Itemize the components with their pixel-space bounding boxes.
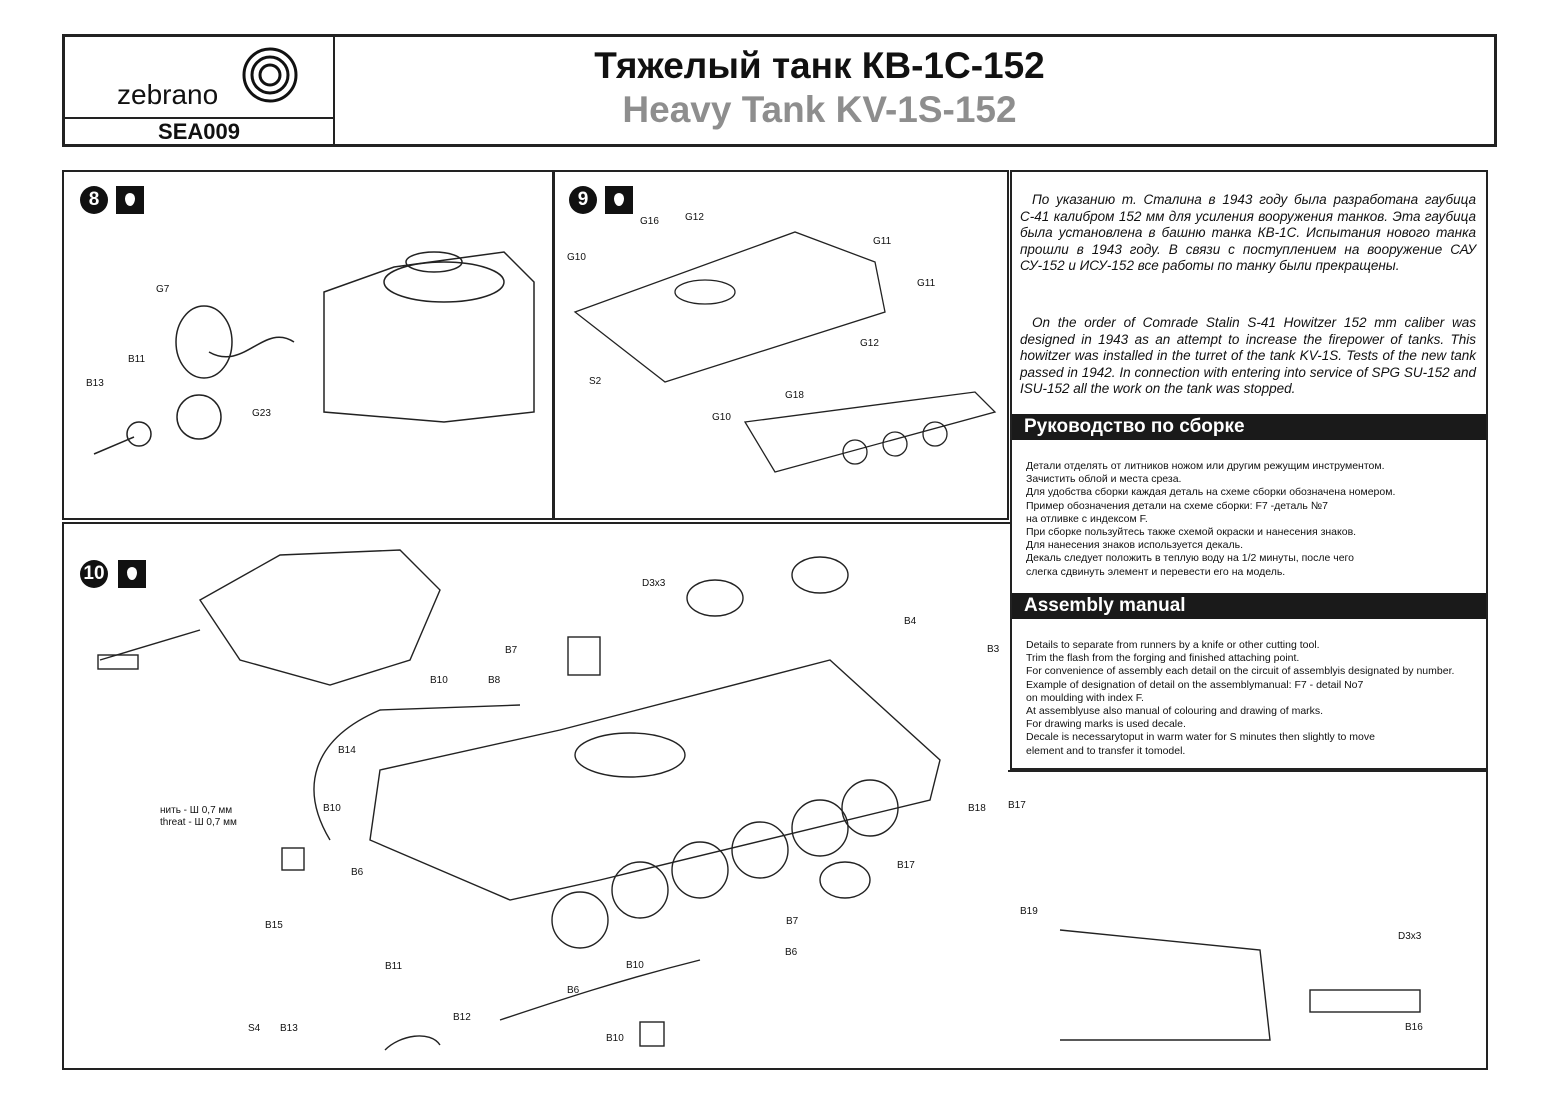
- history-en: On the order of Comrade Stalin S-41 Howi…: [1020, 315, 1476, 396]
- manual-ru-heading: Руководство по сборке: [1012, 414, 1486, 440]
- part-label: G12: [860, 338, 879, 349]
- step-number: 10: [80, 560, 108, 588]
- part-label: B13: [86, 378, 104, 389]
- instr-line: Decale is necessarytoput in warm water f…: [1026, 731, 1375, 744]
- zebra-stripes-icon: [242, 47, 298, 103]
- instr-line: on moulding with index F.: [1026, 691, 1144, 704]
- instr-line: For drawing marks is used decale.: [1026, 718, 1186, 731]
- step-9-drawing: [573, 231, 997, 473]
- part-label: G16: [640, 216, 659, 227]
- part-label: B12: [453, 1012, 471, 1023]
- part-label: B8: [488, 675, 501, 686]
- part-label: B14: [338, 745, 356, 756]
- step-9-panel: 9 G16 G12 G11 G10 G11 S2 G12 G18 G10: [553, 170, 1009, 520]
- part-label: S4: [248, 1023, 261, 1034]
- part-label: G7: [156, 284, 170, 295]
- part-label: B10: [430, 675, 448, 686]
- part-label: B17: [1008, 800, 1026, 811]
- step-10-panel-ext: [1008, 770, 1488, 1070]
- part-label: B16: [1405, 1022, 1423, 1033]
- thread-label-en: threat - Ш 0,7 мм: [160, 817, 237, 828]
- part-label: B15: [265, 920, 283, 931]
- product-code: SEA009: [65, 117, 335, 145]
- instr-line: на отливке с индексом F.: [1026, 512, 1148, 525]
- step-number: 8: [80, 186, 108, 214]
- part-label: B3: [987, 644, 1000, 655]
- history-ru: По указанию т. Сталина в 1943 году была …: [1020, 192, 1476, 273]
- title-ru: Тяжелый танк КВ-1С-152: [594, 45, 1045, 86]
- instr-line: At assemblyuse also manual of colouring …: [1026, 705, 1324, 718]
- part-label: D3x3: [642, 578, 666, 589]
- part-label: B6: [351, 867, 364, 878]
- part-label: B10: [323, 803, 341, 814]
- instr-line: For convenience of assembly each detail …: [1026, 665, 1455, 678]
- part-label: B6: [567, 985, 580, 996]
- glue-drop-icon: [605, 186, 633, 214]
- instr-line: element and to transfer it tomodel.: [1026, 744, 1186, 757]
- manual-en-heading: Assembly manual: [1012, 593, 1486, 619]
- part-label: G23: [252, 408, 271, 419]
- part-label: B10: [606, 1033, 624, 1044]
- title-en: Heavy Tank KV-1S-152: [622, 89, 1017, 130]
- instr-line: Trim the flash from the forging and fini…: [1026, 652, 1300, 665]
- info-panel: По указанию т. Сталина в 1943 году была …: [1010, 170, 1488, 770]
- instr-line: Декаль следует положить в теплую воду на…: [1026, 552, 1354, 565]
- step-number: 9: [569, 186, 597, 214]
- part-label: B17: [897, 860, 915, 871]
- part-label: B10: [626, 960, 644, 971]
- part-label: B6: [785, 947, 798, 958]
- part-label: B13: [280, 1023, 298, 1034]
- part-label: G11: [917, 278, 936, 289]
- part-label: B19: [1020, 906, 1038, 917]
- step-10-panel: 10: [62, 522, 1010, 1070]
- part-label: D3x3: [1398, 931, 1422, 942]
- header: zebrano SEA009 Тяжелый танк КВ-1С-152 He…: [62, 34, 1497, 147]
- part-label: B4: [904, 616, 917, 627]
- instr-line: При сборке пользуйтесь также схемой окра…: [1026, 526, 1357, 539]
- part-label: G10: [712, 412, 731, 423]
- manual-ru-text: Детали отделять от литников ножом или др…: [1026, 460, 1482, 579]
- part-label: G12: [685, 212, 704, 223]
- glue-drop-icon: [118, 560, 146, 588]
- logo: zebrano: [65, 37, 335, 117]
- instr-line: Details to separate from runners by a kn…: [1026, 639, 1320, 651]
- instr-line: Example of designation of detail on the …: [1026, 678, 1364, 691]
- instr-line: Для удобства сборки каждая деталь на схе…: [1026, 486, 1396, 499]
- glue-drop-icon: [116, 186, 144, 214]
- instr-line: Для нанесения знаков используется декаль…: [1026, 539, 1243, 552]
- part-label: G10: [567, 252, 586, 263]
- instr-line: Детали отделять от литников ножом или др…: [1026, 460, 1385, 472]
- brand-name: zebrano: [117, 79, 219, 110]
- instr-line: Пример обозначения детали на схеме сборк…: [1026, 499, 1328, 512]
- part-label: B7: [505, 645, 518, 656]
- part-label: G11: [873, 236, 892, 247]
- thread-label-ru: нить - Ш 0,7 мм: [160, 805, 233, 816]
- part-label: B18: [968, 803, 986, 814]
- part-label: B11: [128, 354, 146, 365]
- part-label: G18: [785, 390, 804, 401]
- part-label: B7: [786, 916, 799, 927]
- manual-en-text: Details to separate from runners by a kn…: [1026, 639, 1482, 758]
- instr-line: слегка сдвинуть элемент и перевести его …: [1026, 565, 1286, 578]
- part-label: B11: [385, 961, 403, 972]
- step-8-drawing: [93, 251, 535, 455]
- instr-line: Зачистить облой и места среза.: [1026, 473, 1182, 486]
- part-label: S2: [589, 376, 602, 387]
